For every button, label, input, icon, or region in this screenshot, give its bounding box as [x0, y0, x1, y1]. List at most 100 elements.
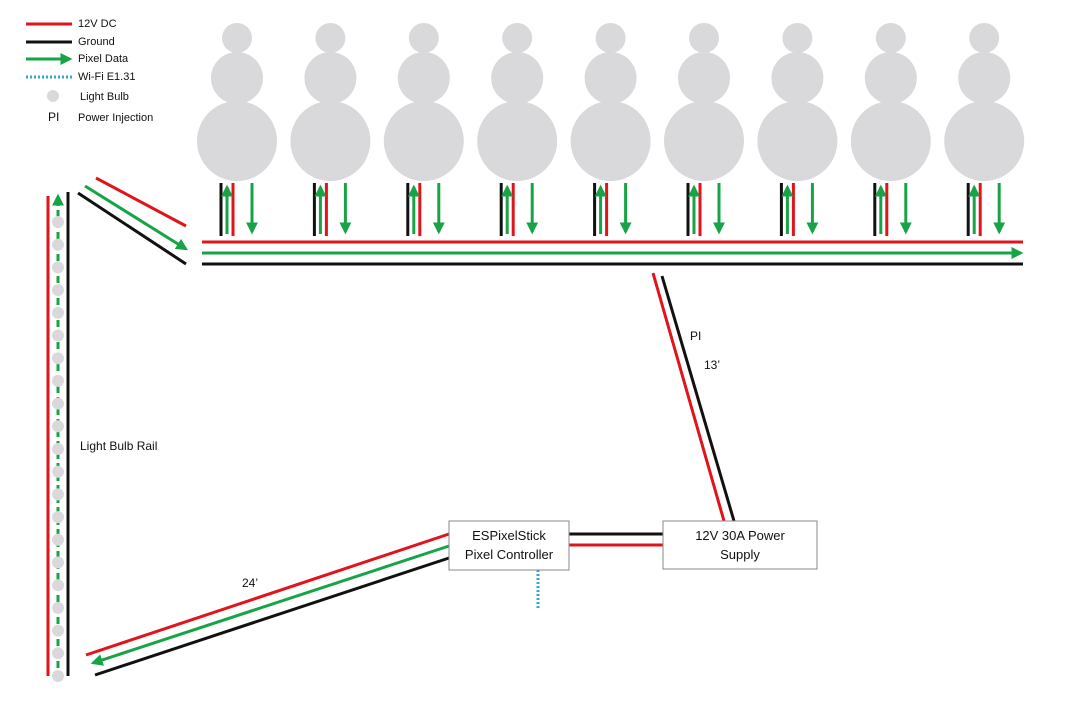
snowman-drop-wires: [686, 183, 725, 236]
rail-bulb: [52, 670, 64, 682]
power-supply-box: 12V 30A Power Supply: [662, 520, 818, 570]
snowman: [850, 23, 931, 236]
legend: 12V DC Ground Pixel Data Wi-Fi E1.31 Lig…: [26, 18, 153, 124]
snowman-middle: [211, 52, 263, 104]
run-12v: [85, 532, 450, 657]
rail-bulb: [52, 465, 64, 478]
rail-bulb: [52, 488, 64, 501]
snowman-head: [689, 23, 719, 53]
snowman-middle: [771, 52, 824, 104]
rail-bulb: [52, 284, 64, 297]
snowman-drop-wires: [779, 183, 819, 236]
rail-bulb: [52, 352, 64, 365]
snowman: [383, 23, 464, 236]
legend-light-bulb: Light Bulb: [47, 90, 129, 103]
snowman: [570, 23, 651, 236]
snowman-middle: [864, 52, 917, 104]
snowman-drop-wires: [873, 183, 912, 236]
snowman: [477, 23, 558, 236]
rail-bulb: [52, 647, 64, 660]
rail-bulb: [52, 601, 64, 614]
snowman-head: [222, 23, 252, 53]
run-length-label: 24’: [242, 576, 258, 590]
legend-12v-dc-label: 12V DC: [78, 18, 117, 30]
snowman-middle: [584, 52, 637, 104]
snowman-base: [850, 101, 931, 181]
snowman-head: [502, 23, 533, 53]
legend-12v-dc: 12V DC: [26, 18, 117, 30]
snowman-base: [664, 101, 744, 181]
legend-pixel-data-label: Pixel Data: [78, 53, 129, 65]
snowman-head: [969, 23, 1000, 53]
snowman-base: [290, 101, 371, 181]
snowman: [944, 23, 1025, 236]
rail-bulb: [52, 511, 64, 524]
legend-power-injection: PI Power Injection: [48, 110, 153, 124]
run-ground: [94, 556, 450, 677]
legend-wifi: Wi-Fi E1.31: [26, 71, 135, 83]
snowman-base: [197, 101, 277, 181]
main-bus: [202, 240, 1024, 266]
light-bulb-icon: [47, 90, 59, 102]
rail-bulb: [52, 238, 64, 251]
power-injection-run: [651, 272, 736, 522]
rail-bulb: [52, 556, 64, 569]
rail-bulb: [52, 533, 64, 546]
legend-pixel-data: Pixel Data: [26, 53, 129, 65]
snowman-drop-wires: [312, 183, 352, 236]
snowman-drop-wires: [406, 183, 445, 236]
pi-length-label: 13’: [704, 358, 720, 372]
rail-bulb: [52, 329, 64, 342]
rail-to-bus-connector: [77, 176, 189, 266]
snowman-drop-wires: [593, 183, 632, 236]
rail-bulb: [52, 374, 64, 387]
rail-bulb: [52, 579, 64, 592]
snowman-base: [477, 101, 558, 181]
pi-label: PI: [690, 329, 701, 343]
pi-12v: [651, 272, 726, 522]
power-supply-line2: Supply: [720, 547, 760, 562]
snowman-head: [782, 23, 813, 53]
rail-bulb: [52, 397, 64, 410]
snowman-drop-wires: [219, 183, 258, 236]
snowman-drop-wires: [499, 183, 539, 236]
rail-bulb: [52, 420, 64, 433]
snowman-base: [757, 101, 838, 181]
snowman: [197, 23, 277, 236]
rail-bulb: [52, 216, 64, 228]
snowman: [664, 23, 744, 236]
light-bulb-rail: [46, 192, 70, 682]
snowman-drop-wires: [966, 183, 1006, 236]
snowmen-group: [197, 23, 1025, 236]
snowman: [757, 23, 838, 236]
legend-pi-key: PI: [48, 110, 59, 124]
snowman-head: [875, 23, 906, 53]
controller-line2: Pixel Controller: [465, 547, 554, 562]
snowman-base: [383, 101, 464, 181]
snowman-middle: [678, 52, 730, 104]
rail-bulbs: [52, 216, 64, 682]
controller-to-rail-run: [85, 532, 450, 677]
snowman-middle: [397, 52, 450, 104]
legend-ground: Ground: [26, 36, 115, 48]
snowman-base: [570, 101, 651, 181]
legend-ground-label: Ground: [78, 36, 115, 48]
rail-bulb: [52, 624, 64, 637]
rail-bulb: [52, 443, 64, 455]
snowman-middle: [958, 52, 1011, 104]
rail-bulb: [52, 306, 64, 319]
snowman-head: [408, 23, 439, 53]
snowman-head: [595, 23, 626, 53]
legend-power-injection-label: Power Injection: [78, 112, 153, 124]
snowman-middle: [491, 52, 544, 104]
snowman-middle: [304, 52, 357, 104]
run-pixel-data: [90, 544, 450, 666]
rail-bulb: [52, 261, 64, 274]
snowman-base: [944, 101, 1025, 181]
controller-box: ESPixelStick Pixel Controller: [448, 520, 570, 571]
controller-line1: ESPixelStick: [472, 528, 546, 543]
pi-ground: [660, 275, 736, 522]
legend-light-bulb-label: Light Bulb: [80, 91, 129, 103]
controller-power-link: [569, 532, 663, 547]
